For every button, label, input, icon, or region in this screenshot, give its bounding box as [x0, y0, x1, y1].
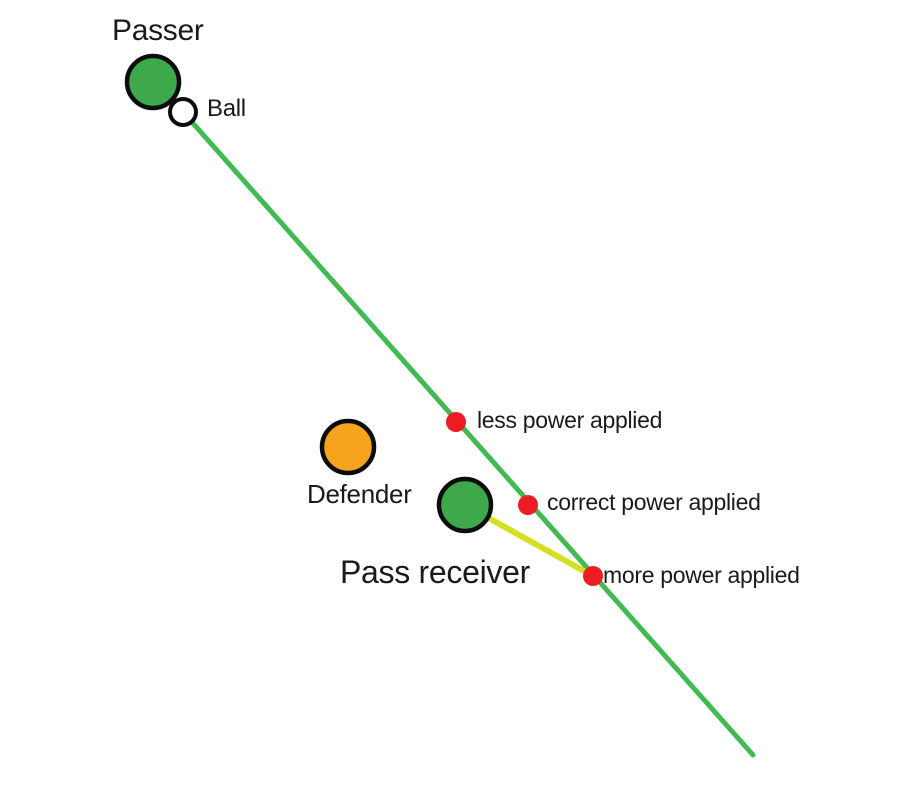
receiver-label: Pass receiver [340, 554, 531, 590]
passer-circle [124, 53, 182, 111]
correct-power-label: correct power applied [547, 489, 761, 515]
receiver-circle [436, 476, 494, 534]
more-power-label: more power applied [603, 562, 800, 588]
pass-trajectory-line [180, 109, 756, 758]
ball-label: Ball [207, 95, 246, 122]
defender-circle [319, 418, 377, 476]
passer-label: Passer [112, 14, 204, 47]
ball-circle [168, 97, 198, 127]
less-power-marker-dot [446, 412, 466, 432]
less-power-label: less power applied [477, 407, 662, 433]
defender-label: Defender [307, 479, 412, 509]
more-power-marker-dot [583, 566, 603, 586]
correct-power-marker-dot [518, 495, 538, 515]
